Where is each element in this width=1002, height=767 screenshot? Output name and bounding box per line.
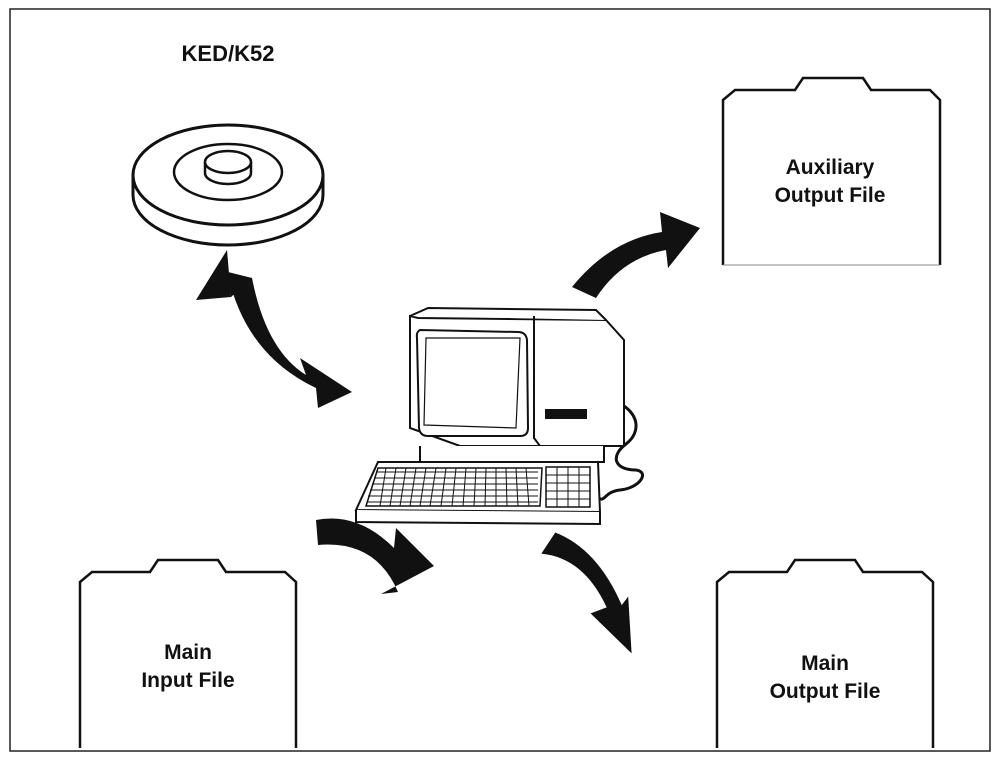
main-input-line2: Input File [141,669,235,692]
bidirectional-arrow-icon [196,250,352,408]
main-output-file-label: Main Output File [755,650,895,706]
folder-icon-main-input [78,558,298,748]
arrow-from-main-input-icon [316,518,434,594]
folder-icon-main-output [715,558,935,748]
terminal-computer-icon [354,306,644,526]
disk-label: KED/K52 [181,41,275,66]
disk-pack-icon [131,123,325,247]
figure-border [9,8,991,752]
auxiliary-output-file-label: Auxiliary Output File [760,154,900,210]
auxiliary-output-line1: Auxiliary [785,156,875,179]
folder-icon-auxiliary-output [721,76,942,266]
arrow-to-main-output-icon [541,532,632,654]
main-input-line1: Main [164,641,212,664]
arrow-to-auxiliary-output-icon [572,212,700,298]
main-output-line2: Output File [769,680,881,703]
auxiliary-output-line2: Output File [774,184,886,207]
main-output-line1: Main [801,652,849,675]
main-input-file-label: Main Input File [118,639,258,695]
